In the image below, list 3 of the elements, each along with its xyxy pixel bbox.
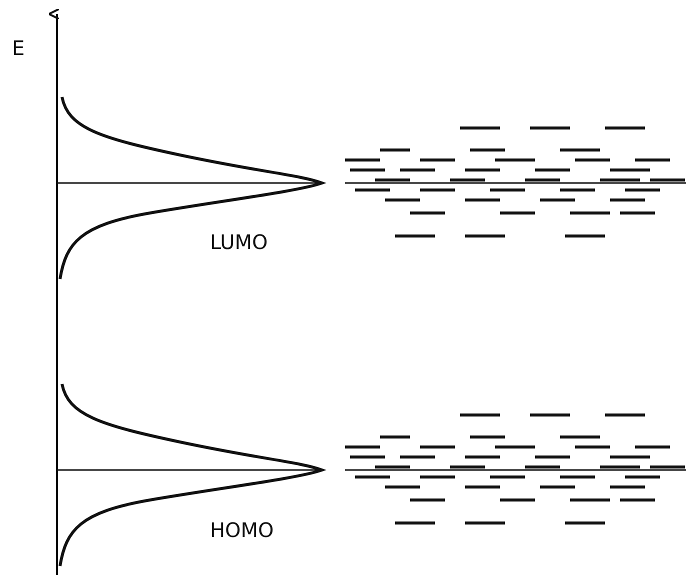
level-label: LUMO (210, 232, 268, 252)
level-label: HOMO (210, 520, 274, 540)
axis-label: E (12, 38, 25, 58)
